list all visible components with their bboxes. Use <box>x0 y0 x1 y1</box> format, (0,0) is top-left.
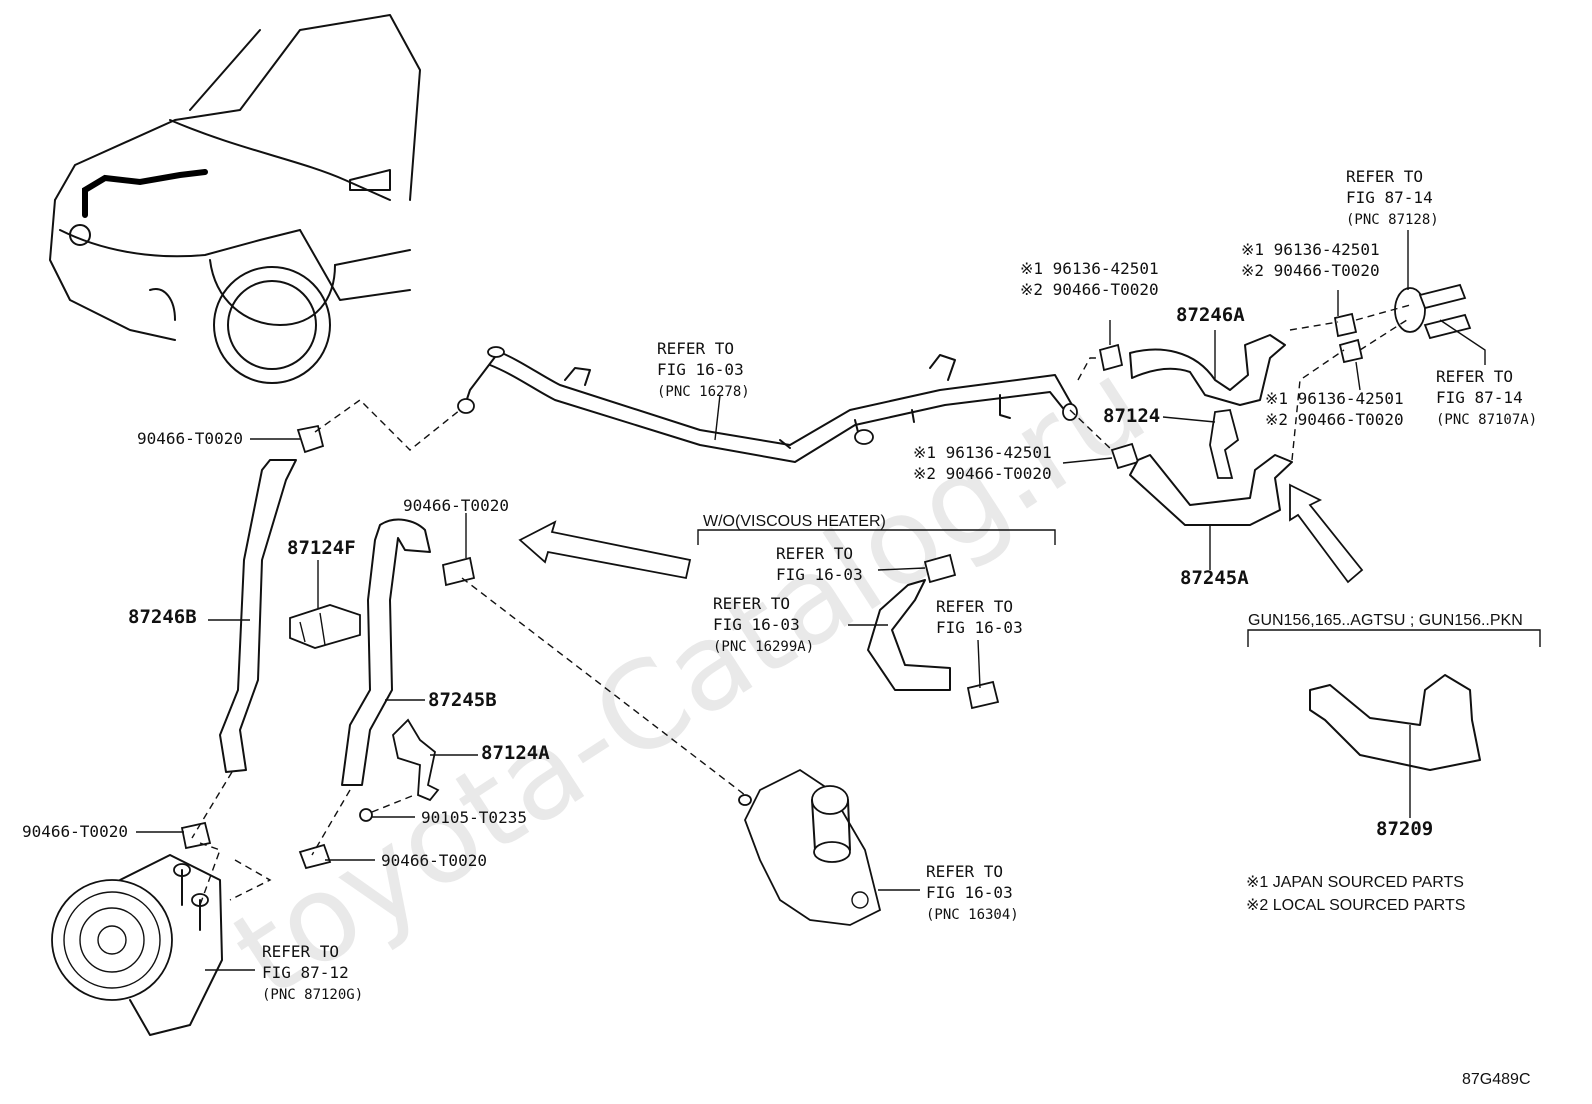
label-gun-variant: GUN156,165..AGTSU ; GUN156..PKN <box>1248 612 1523 629</box>
vacuum-pump <box>51 854 223 1036</box>
ref-vacuum-pump: REFER TO FIG 87-12 (PNC 87120G) <box>262 942 364 1003</box>
label-87209: 87209 <box>1376 818 1434 840</box>
label-87246b: 87246B <box>128 606 197 628</box>
hose-87245b <box>341 518 431 786</box>
ref-viscous-left: REFER TO FIG 16-03 (PNC 16299A) <box>713 594 815 655</box>
bracket-87124a <box>392 718 440 802</box>
clamps <box>180 312 1364 870</box>
label-87245a: 87245A <box>1180 567 1249 589</box>
label-90466-t0020: 90466-T0020 <box>22 822 128 841</box>
note-local-sourced: ※2 LOCAL SOURCED PARTS <box>1246 897 1466 914</box>
ref-pipe: REFER TO FIG 16-03 (PNC 16278) <box>657 339 750 400</box>
label-87124f: 87124F <box>287 537 356 559</box>
heater-unit-connector <box>1394 283 1472 340</box>
hose-87246b <box>219 459 297 773</box>
ref-heater-right: REFER TO FIG 87-14 (PNC 87107A) <box>1436 367 1538 428</box>
insulator-87124f <box>289 604 361 649</box>
label-87124: 87124 <box>1103 405 1161 427</box>
ref-water-pump: REFER TO FIG 16-03 (PNC 16304) <box>926 862 1019 923</box>
hose-87246a <box>1129 334 1286 406</box>
section-brackets <box>697 529 1541 647</box>
ref-viscous-top: REFER TO FIG 16-03 <box>776 544 863 584</box>
water-pipe-assembly <box>457 346 1078 463</box>
label-87124a: 87124A <box>481 742 550 764</box>
clamp-group-3: ※1 96136-42501 ※2 90466-T0020 <box>1265 389 1404 429</box>
dashed-connectors <box>191 304 1411 906</box>
watermark: toyota-Catalog.ru <box>210 334 1169 1024</box>
ref-heater-top: REFER TO FIG 87-14 (PNC 87128) <box>1346 167 1439 228</box>
arrow-up <box>1289 483 1364 584</box>
viscous-hose <box>867 579 951 691</box>
note-japan-sourced: ※1 JAPAN SOURCED PARTS <box>1246 874 1464 891</box>
hose-87245a <box>1129 454 1293 526</box>
water-pump-housing <box>738 768 882 926</box>
vehicle-illustration <box>49 14 421 384</box>
label-wo-viscous-heater: W/O(VISCOUS HEATER) <box>703 513 886 530</box>
label-90105-t0235: 90105-T0235 <box>421 808 527 827</box>
label-90466-t0020: 90466-T0020 <box>403 496 509 515</box>
hose-87209 <box>1309 674 1481 771</box>
arrow-left <box>518 520 692 580</box>
leader-lines <box>136 230 1486 971</box>
label-87245b: 87245B <box>428 689 497 711</box>
clamp-group-4: ※1 96136-42501 ※2 90466-T0020 <box>913 443 1052 483</box>
figure-code: 87G489C <box>1462 1071 1531 1088</box>
label-87246a: 87246A <box>1176 304 1245 326</box>
bracket-87124 <box>1209 409 1240 479</box>
label-90466-t0020: 90466-T0020 <box>137 429 243 448</box>
label-90466-t0020: 90466-T0020 <box>381 851 487 870</box>
clamp-group-2: ※1 96136-42501 ※2 90466-T0020 <box>1241 240 1380 280</box>
clamp-group-1: ※1 96136-42501 ※2 90466-T0020 <box>1020 259 1159 299</box>
ref-viscous-right: REFER TO FIG 16-03 <box>936 597 1023 637</box>
